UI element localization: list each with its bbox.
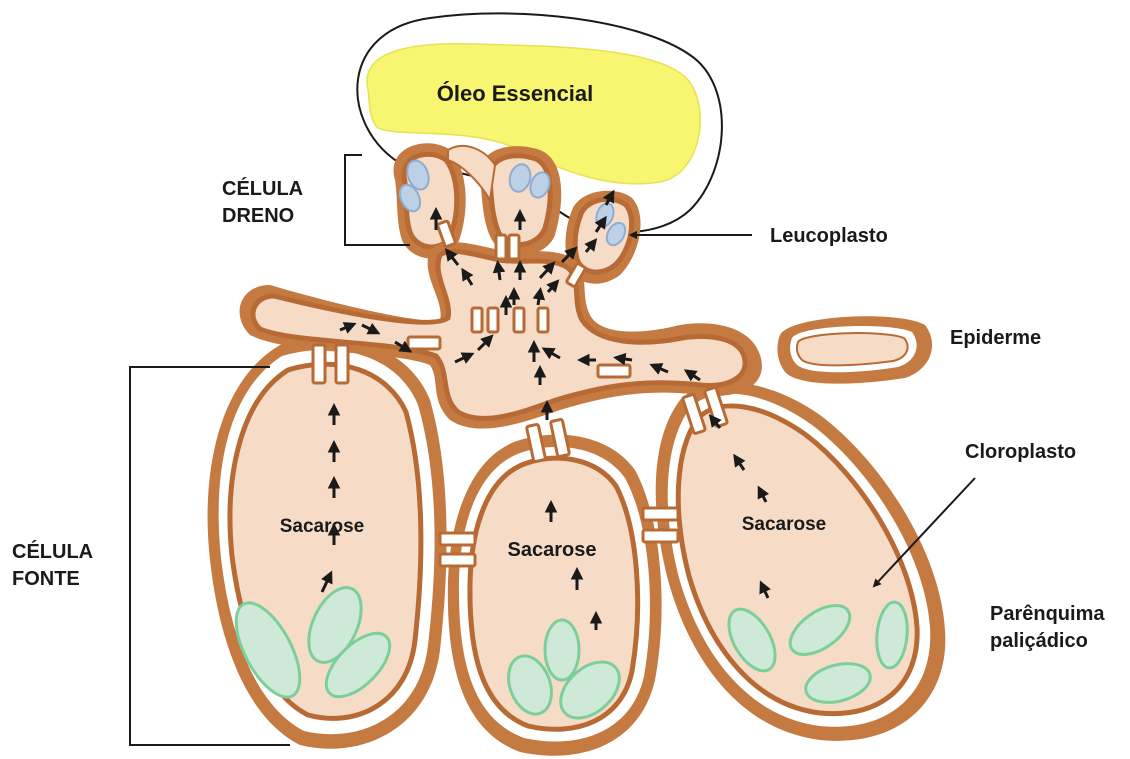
- oil-label: Óleo Essencial: [437, 81, 594, 106]
- leucoplasto-label: Leucoplasto: [770, 225, 888, 247]
- flow-arrow: [618, 358, 632, 360]
- flow-arrow: [538, 292, 540, 305]
- sucrose-label-middle: Sacarose: [508, 539, 597, 561]
- cloroplasto-label: Cloroplasto: [965, 441, 1076, 463]
- sucrose-label-right: Sacarose: [742, 514, 827, 535]
- sucrose-label-left: Sacarose: [280, 516, 365, 537]
- epiderme-label: Epiderme: [950, 327, 1041, 349]
- dreno-label-line2: DRENO: [222, 205, 294, 227]
- palisade-cell-right: [656, 382, 946, 741]
- parenquima-label-line2: paliçádico: [990, 630, 1088, 652]
- dreno-label-line1: CÉLULA: [222, 177, 303, 200]
- parenquima-label-line1: Parênquima: [990, 603, 1105, 625]
- fonte-label-line2: FONTE: [12, 568, 80, 590]
- fonte-label-line1: CÉLULA: [12, 540, 93, 563]
- flow-arrow: [498, 265, 500, 280]
- palisade-cell-middle: [448, 435, 662, 756]
- epidermis-cell: [777, 316, 932, 383]
